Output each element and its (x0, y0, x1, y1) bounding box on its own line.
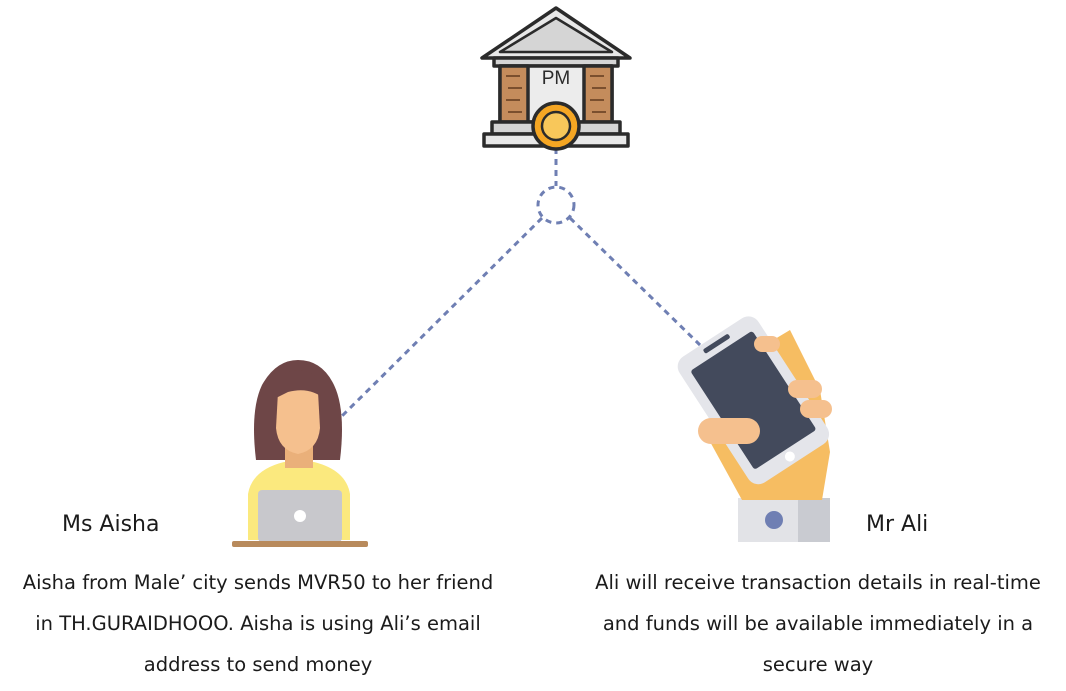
sender-name: Ms Aisha (62, 512, 160, 537)
sender-description-line: Aisha from Male’ city sends MVR50 to her… (22, 571, 494, 594)
bank-label: PM (542, 68, 571, 89)
woman-laptop-icon (232, 360, 368, 547)
sender-description-line: address to send money (143, 653, 373, 676)
connector-to-ali (568, 216, 702, 347)
receiver-description-line: Ali will receive transaction details in … (595, 571, 1041, 594)
receiver-name: Mr Ali (866, 512, 929, 537)
bank-building-icon (480, 6, 632, 151)
receiver-description-line: secure way (762, 653, 874, 676)
connector-to-aisha (338, 216, 544, 420)
receiver-description-line: and funds will be available immediately … (602, 612, 1034, 635)
connectors (338, 148, 702, 420)
receiver-description: Ali will receive transaction details in … (576, 562, 1060, 685)
sender-description-line: in TH.GURAIDHOOO. Aisha is using Ali’s e… (35, 612, 481, 635)
sender-description: Aisha from Male’ city sends MVR50 to her… (8, 562, 508, 685)
hand-phone-icon (677, 316, 832, 542)
connector-junction (536, 185, 576, 225)
